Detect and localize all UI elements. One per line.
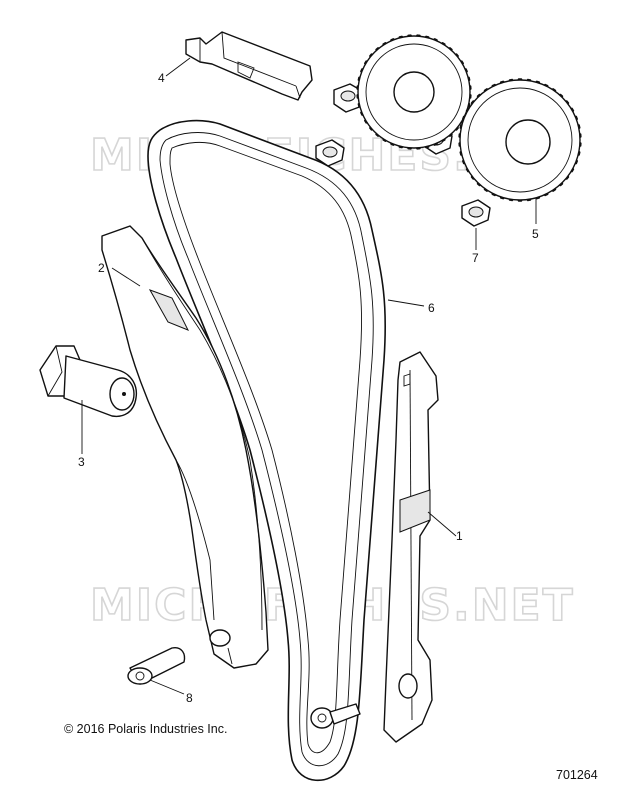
callout-7: 7 [472, 251, 479, 265]
part-1-fixed-chain-guide [383, 351, 439, 743]
part-6-timing-chain [147, 119, 387, 782]
callouts: 4 2 3 1 5 6 7 8 [78, 71, 539, 705]
bolt-d [461, 199, 491, 227]
cam-sprocket-exhaust [458, 78, 582, 202]
callout-4: 4 [158, 71, 165, 85]
part-5-cam-sprockets [356, 34, 582, 202]
part-8-pivot-bolt [127, 647, 186, 685]
cam-sprocket-intake [356, 34, 472, 150]
copyright-notice: © 2016 Polaris Industries Inc. [64, 722, 228, 736]
part-2-tensioner-guide [101, 225, 269, 669]
callout-2: 2 [98, 261, 105, 275]
callout-5: 5 [532, 227, 539, 241]
callout-3: 3 [78, 455, 85, 469]
bolt-b [315, 139, 345, 167]
part-3-tensioner-plunger [39, 345, 138, 418]
callout-8: 8 [186, 691, 193, 705]
callout-1: 1 [456, 529, 463, 543]
callout-6: 6 [428, 301, 435, 315]
diagram-number: 701264 [556, 768, 598, 782]
leader-lines [81, 57, 537, 695]
part-4-chain-guide-pad [185, 31, 313, 101]
chain-guide-bolt [310, 703, 361, 729]
